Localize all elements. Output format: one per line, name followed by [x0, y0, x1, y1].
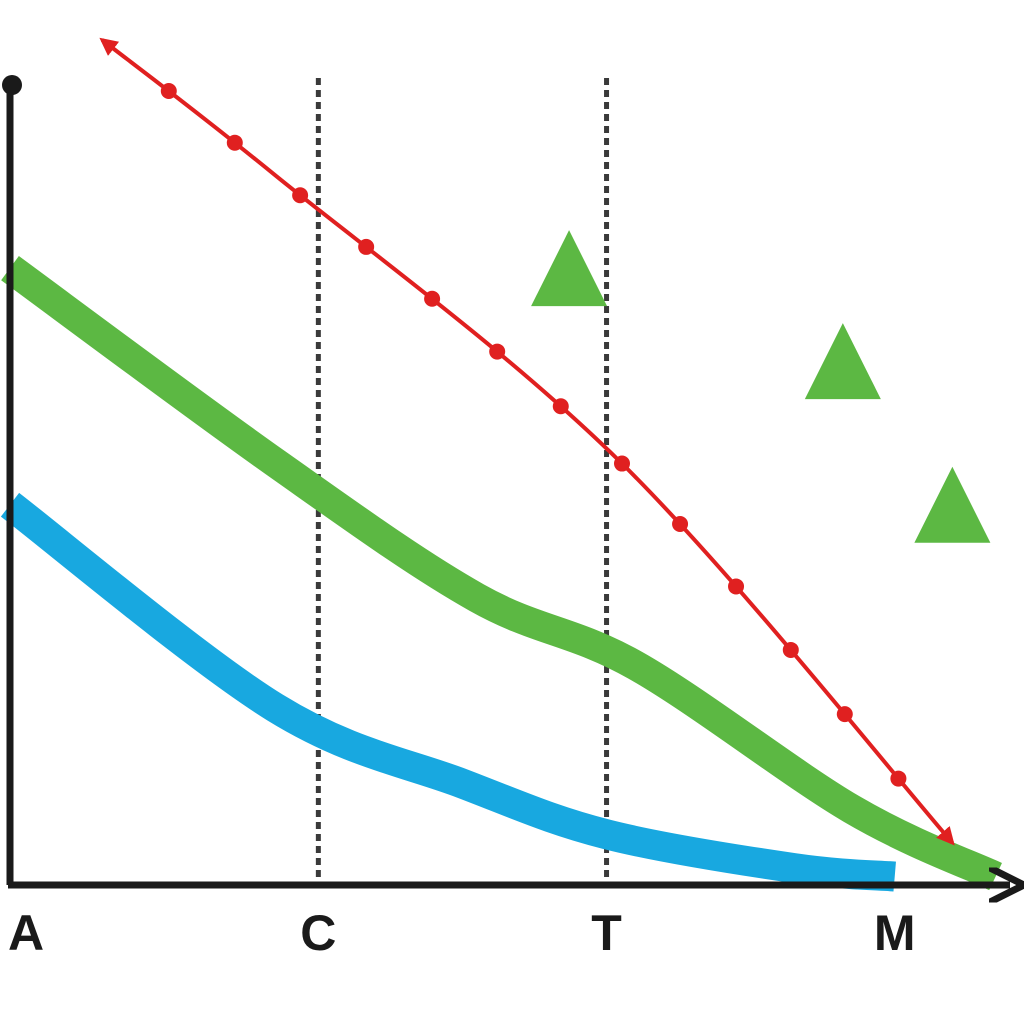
x-tick-label: M	[874, 905, 916, 961]
series-marker	[728, 578, 745, 595]
series-marker	[890, 770, 907, 787]
series-line	[99, 37, 955, 846]
triangle-marker	[531, 230, 608, 307]
series-marker	[489, 343, 506, 360]
series-line	[0, 492, 896, 892]
series-marker	[782, 641, 799, 658]
x-tick-label: T	[591, 905, 622, 961]
series-marker	[358, 238, 375, 255]
series-marker	[672, 516, 689, 533]
series-layer	[0, 37, 1002, 892]
triangle-marker	[804, 323, 881, 400]
scatter-layer	[531, 230, 991, 543]
series-marker	[226, 134, 243, 151]
x-tick-label: C	[300, 905, 336, 961]
x-tick-label: A	[8, 905, 44, 961]
series-marker	[292, 187, 309, 204]
y-axis-arrow-icon	[2, 75, 22, 95]
series-marker	[552, 398, 569, 415]
triangle-marker	[914, 466, 991, 543]
series-marker	[613, 455, 630, 472]
series-marker	[836, 706, 853, 723]
series-marker	[424, 290, 441, 307]
series-marker	[160, 82, 177, 99]
